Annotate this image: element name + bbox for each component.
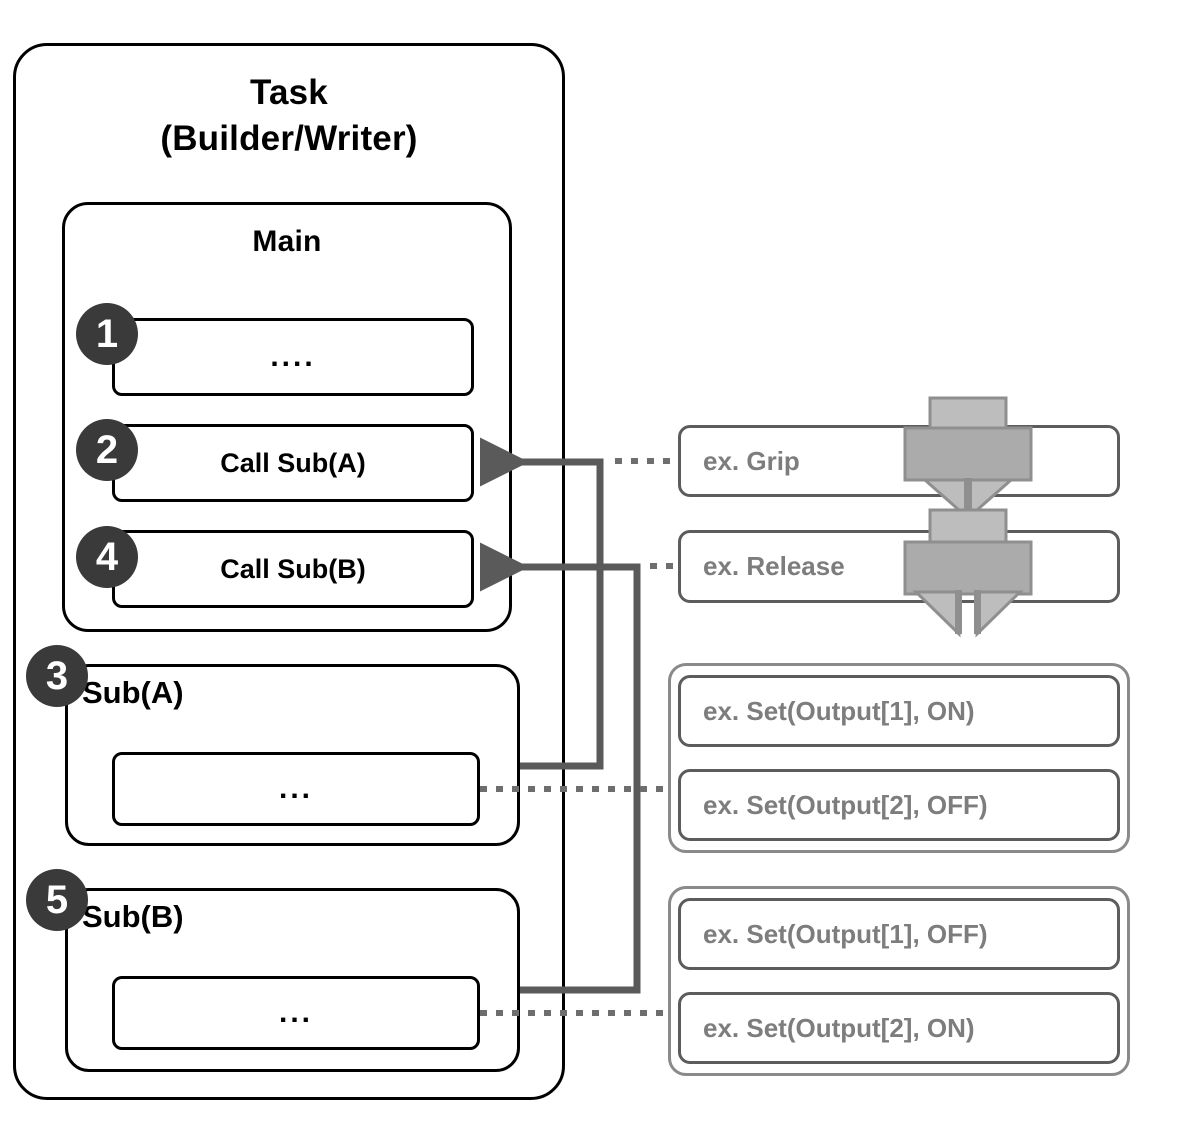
sub-b-title: Sub(B) xyxy=(82,899,184,934)
task-title-line1: Task xyxy=(250,73,328,112)
example-group-b-item-2[interactable]: ex. Set(Output[2], ON) xyxy=(678,992,1120,1064)
main-step-4-box[interactable]: Call Sub(B) xyxy=(112,530,474,608)
step-badge-2: 2 xyxy=(76,419,138,481)
sub-a-body-box[interactable]: ... xyxy=(112,752,480,826)
step-badge-1: 1 xyxy=(76,303,138,365)
example-group-b-item-1[interactable]: ex. Set(Output[1], OFF) xyxy=(678,898,1120,970)
example-group-a-item-1[interactable]: ex. Set(Output[1], ON) xyxy=(678,675,1120,747)
sub-b-body-label: ... xyxy=(278,996,313,1029)
example-group-b-item-2-label: ex. Set(Output[2], ON) xyxy=(703,1012,975,1043)
example-grip-box[interactable]: ex. Grip xyxy=(678,425,1120,497)
main-step-4-label: Call Sub(B) xyxy=(220,553,366,584)
step-badge-4: 4 xyxy=(76,526,138,588)
example-release-box[interactable]: ex. Release xyxy=(678,530,1120,603)
main-title: Main xyxy=(252,225,322,258)
sub-b-body-box[interactable]: ... xyxy=(112,976,480,1050)
main-step-2-box[interactable]: Call Sub(A) xyxy=(112,424,474,502)
example-group-b-item-1-label: ex. Set(Output[1], OFF) xyxy=(703,918,988,949)
example-group-a-item-2[interactable]: ex. Set(Output[2], OFF) xyxy=(678,769,1120,841)
main-step-2-label: Call Sub(A) xyxy=(220,447,366,478)
sub-a-title: Sub(A) xyxy=(82,675,184,710)
main-step-1-label: .... xyxy=(270,340,316,373)
step-badge-3: 3 xyxy=(26,645,88,707)
step-badge-5: 5 xyxy=(26,869,88,931)
sub-a-body-label: ... xyxy=(278,772,313,805)
task-title-line2: (Builder/Writer) xyxy=(160,119,418,158)
example-group-a-item-1-label: ex. Set(Output[1], ON) xyxy=(703,695,975,726)
example-group-a-item-2-label: ex. Set(Output[2], OFF) xyxy=(703,789,988,820)
main-step-1-box[interactable]: .... xyxy=(112,318,474,396)
example-grip-label: ex. Grip xyxy=(703,445,800,476)
example-release-label: ex. Release xyxy=(703,551,845,581)
